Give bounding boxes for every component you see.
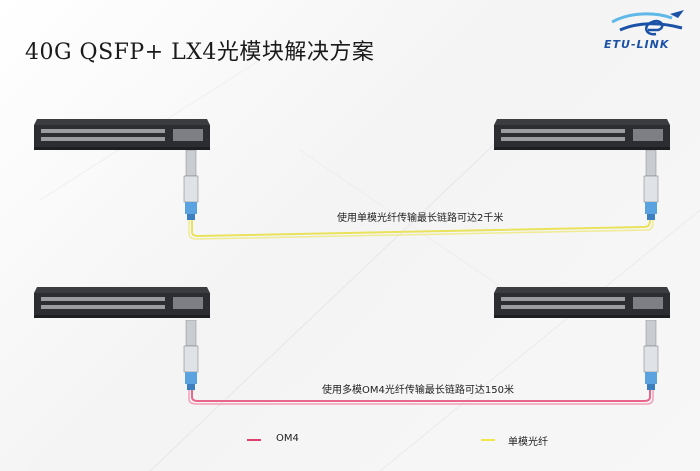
- legend-om4-swatch: [247, 439, 261, 441]
- legend-single-mode-swatch: [481, 439, 495, 441]
- switch-bottom-right: [493, 285, 671, 319]
- network-switch-icon: [34, 287, 210, 318]
- single-mode-fiber: [188, 218, 654, 240]
- transceiver-icon: [643, 150, 659, 220]
- switch-top-right: [493, 117, 671, 151]
- company-logo: ETU-LINK: [600, 8, 692, 56]
- transceiver-icon: [183, 150, 199, 220]
- qsfp-module-top-left: [183, 150, 199, 220]
- om4-fiber: [188, 390, 654, 405]
- transceiver-icon: [643, 320, 659, 390]
- network-switch-icon: [494, 287, 670, 318]
- qsfp-module-top-right: [643, 150, 659, 220]
- legend-single-mode-label: 单模光纤: [508, 437, 548, 448]
- legend-om4-label: OM4: [276, 433, 299, 444]
- single-mode-link-caption: 使用单模光纤传输最长链路可达2千米: [337, 213, 504, 224]
- logo-text: ETU-LINK: [604, 38, 670, 51]
- qsfp-module-bottom-left: [183, 320, 199, 390]
- om4-link-caption: 使用多模OM4光纤传输最长链路可达150米: [322, 385, 514, 396]
- page-title: 40G QSFP+ LX4光模块解决方案: [25, 40, 375, 65]
- network-switch-icon: [494, 119, 670, 150]
- switch-bottom-left: [33, 285, 211, 319]
- network-switch-icon: [34, 119, 210, 150]
- switch-top-left: [33, 117, 211, 151]
- transceiver-icon: [183, 320, 199, 390]
- qsfp-module-bottom-right: [643, 320, 659, 390]
- swoosh-e-logo-icon: [611, 10, 684, 36]
